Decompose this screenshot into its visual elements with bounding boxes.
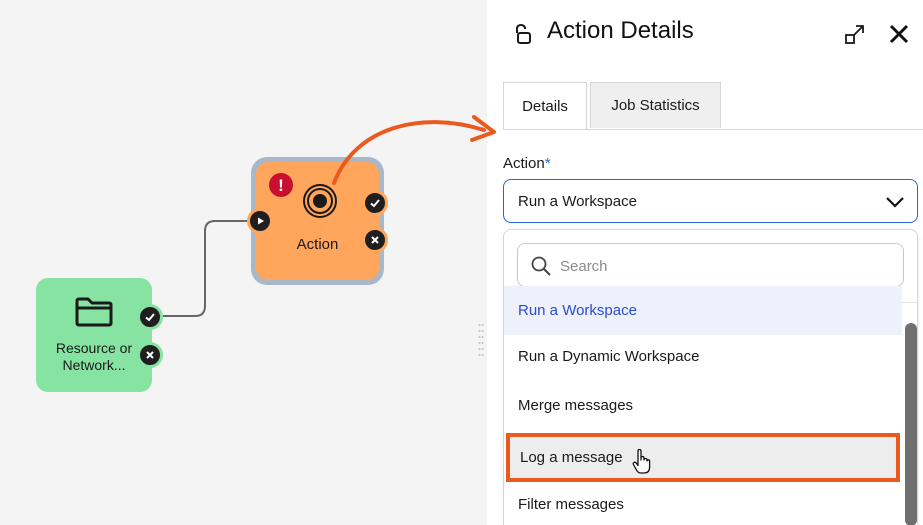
search-input[interactable] bbox=[558, 254, 862, 278]
option-merge-messages[interactable]: Merge messages bbox=[518, 397, 634, 414]
action-field-label: Action* bbox=[503, 155, 551, 172]
option-log-a-message[interactable]: Log a message bbox=[506, 433, 900, 482]
search-field[interactable] bbox=[517, 243, 904, 287]
panel-tabs: Details Job Statistics bbox=[503, 82, 721, 130]
action-select-value: Run a Workspace bbox=[518, 193, 637, 210]
panel-resize-handle[interactable] bbox=[478, 322, 484, 358]
pop-out-icon[interactable] bbox=[843, 22, 867, 46]
action-dropdown-menu: Run a Workspace Run a Dynamic Workspace … bbox=[503, 229, 918, 525]
option-run-a-dynamic-workspace[interactable]: Run a Dynamic Workspace bbox=[518, 348, 700, 365]
tab-details[interactable]: Details bbox=[503, 82, 587, 130]
action-failure-port-x-icon[interactable] bbox=[362, 227, 388, 253]
folder-icon bbox=[75, 297, 113, 327]
resource-node[interactable]: Resource or Network... bbox=[36, 278, 152, 392]
search-icon bbox=[531, 256, 551, 276]
target-icon bbox=[303, 184, 337, 218]
dropdown-scrollbar-thumb[interactable] bbox=[905, 323, 917, 525]
resource-failure-port-x-icon[interactable] bbox=[137, 342, 163, 368]
panel-title: Action Details bbox=[547, 17, 694, 44]
unlock-icon[interactable] bbox=[511, 22, 533, 46]
option-filter-messages[interactable]: Filter messages bbox=[518, 496, 624, 513]
resource-node-label: Resource or Network... bbox=[55, 340, 133, 373]
action-input-port-play-icon[interactable] bbox=[247, 208, 273, 234]
option-run-a-workspace[interactable]: Run a Workspace bbox=[504, 286, 902, 335]
resource-success-port-check-icon[interactable] bbox=[137, 304, 163, 330]
svg-text:!: ! bbox=[278, 176, 284, 195]
tabs-divider bbox=[503, 129, 923, 130]
action-success-port-check-icon[interactable] bbox=[362, 190, 388, 216]
hand-pointer-icon bbox=[632, 449, 651, 474]
close-icon[interactable] bbox=[887, 22, 911, 46]
workspace-canvas[interactable]: Resource or Network... Action ! bbox=[0, 0, 487, 525]
action-select[interactable]: Run a Workspace bbox=[503, 179, 918, 223]
action-details-panel: Action Details Details Job Statistics Ac… bbox=[487, 0, 923, 525]
chevron-down-icon bbox=[886, 197, 904, 208]
tab-job-statistics[interactable]: Job Statistics bbox=[590, 82, 721, 128]
action-node-label: Action bbox=[296, 236, 339, 253]
warning-icon[interactable]: ! bbox=[268, 172, 294, 198]
